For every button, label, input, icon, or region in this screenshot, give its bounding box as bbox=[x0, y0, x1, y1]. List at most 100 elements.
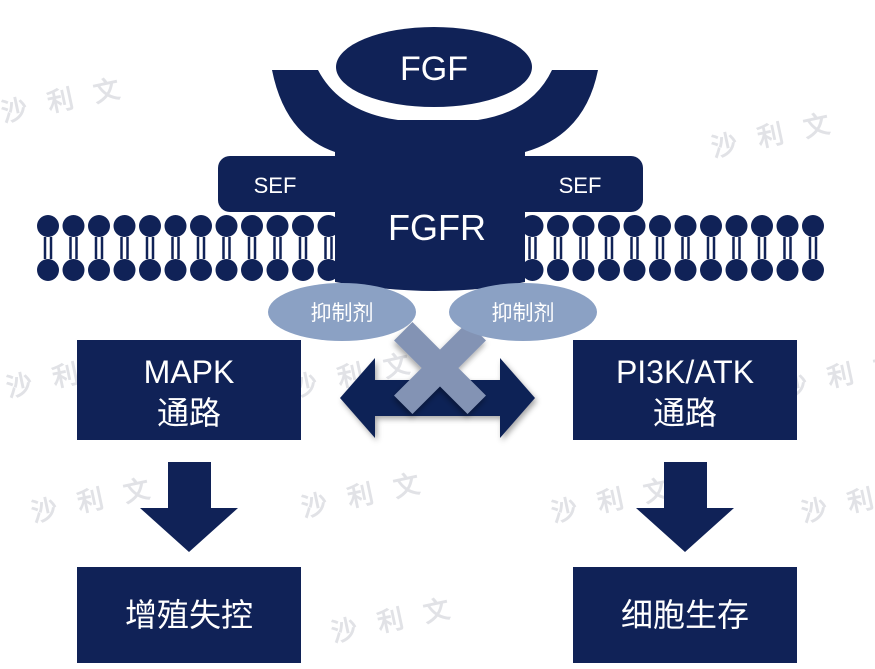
lipid-head bbox=[598, 215, 620, 237]
lipid-head bbox=[139, 215, 161, 237]
lipid-head bbox=[623, 215, 646, 237]
lipid-head bbox=[164, 259, 187, 281]
lipid-tail bbox=[808, 248, 818, 259]
lipid-tail bbox=[706, 237, 716, 248]
lipid-tail bbox=[145, 248, 155, 259]
lipid-tail bbox=[196, 248, 206, 259]
lipid-tail bbox=[757, 237, 767, 248]
lipid-tail bbox=[783, 237, 792, 248]
sef-right-label: SEF bbox=[559, 173, 602, 198]
lipid-tail bbox=[706, 248, 716, 259]
fgf-ligand: FGF bbox=[336, 27, 532, 107]
outcome-left-label: 增殖失控 bbox=[125, 597, 253, 633]
inhibitor-left: 抑制剂 bbox=[268, 283, 416, 341]
double-arrow-icon bbox=[340, 358, 535, 438]
sef-right: SEF bbox=[505, 156, 643, 212]
lipid-head bbox=[37, 215, 59, 237]
lipid-head bbox=[776, 215, 799, 237]
lipid-tail bbox=[120, 248, 129, 259]
sef-left-label: SEF bbox=[254, 173, 297, 198]
lipid-tail bbox=[273, 237, 282, 248]
lipid-head bbox=[623, 259, 646, 281]
lipid-head bbox=[113, 215, 136, 237]
lipid-tail bbox=[630, 248, 639, 259]
lipid-head bbox=[241, 215, 263, 237]
lipid-tail bbox=[196, 237, 206, 248]
lipid-tail bbox=[273, 248, 282, 259]
lipid-head bbox=[164, 215, 187, 237]
lipid-head bbox=[190, 215, 212, 237]
lipid-head bbox=[547, 215, 569, 237]
lipid-tail bbox=[171, 248, 180, 259]
pi3k-pathway-box: PI3K/ATK 通路 bbox=[573, 340, 797, 440]
lipid-tail bbox=[222, 248, 231, 259]
lipid-tail bbox=[222, 237, 231, 248]
lipid-head bbox=[700, 215, 722, 237]
down-arrow-icon bbox=[636, 462, 734, 552]
down-arrow-icon bbox=[140, 462, 238, 552]
sef-left: SEF bbox=[218, 156, 368, 212]
lipid-head bbox=[547, 259, 569, 281]
lipid-tail bbox=[783, 248, 792, 259]
lipid-tail bbox=[69, 248, 78, 259]
lipid-tail bbox=[528, 237, 537, 248]
lipid-head bbox=[572, 215, 595, 237]
lipid-tail bbox=[247, 248, 257, 259]
lipid-tail bbox=[145, 237, 155, 248]
lipid-head bbox=[317, 259, 340, 281]
mapk-label: MAPK bbox=[144, 354, 235, 390]
lipid-head bbox=[317, 215, 340, 237]
pi3k-pathway-label: 通路 bbox=[653, 395, 717, 431]
lipid-tail bbox=[681, 248, 690, 259]
lipid-head bbox=[776, 259, 799, 281]
lipid-tail bbox=[94, 237, 104, 248]
lipid-head bbox=[292, 259, 314, 281]
lipid-head bbox=[88, 215, 110, 237]
lipid-head bbox=[674, 215, 697, 237]
lipid-head bbox=[700, 259, 722, 281]
lipid-head bbox=[649, 215, 671, 237]
lipid-tail bbox=[69, 237, 78, 248]
lipid-tail bbox=[298, 237, 308, 248]
lipid-head bbox=[266, 259, 289, 281]
lipid-tail bbox=[553, 248, 563, 259]
lipid-head bbox=[241, 259, 263, 281]
lipid-tail bbox=[94, 248, 104, 259]
lipid-head bbox=[751, 215, 773, 237]
lipid-head bbox=[751, 259, 773, 281]
lipid-head bbox=[88, 259, 110, 281]
lipid-head bbox=[62, 215, 85, 237]
lipid-tail bbox=[171, 237, 180, 248]
lipid-head bbox=[674, 259, 697, 281]
lipid-tail bbox=[732, 237, 741, 248]
mapk-pathway-label: 通路 bbox=[157, 395, 221, 431]
lipid-head bbox=[215, 215, 238, 237]
lipid-head bbox=[649, 259, 671, 281]
lipid-head bbox=[598, 259, 620, 281]
outcome-left-box: 增殖失控 bbox=[77, 567, 301, 663]
lipid-tail bbox=[604, 237, 614, 248]
fgf-label: FGF bbox=[400, 50, 468, 88]
lipid-tail bbox=[604, 248, 614, 259]
lipid-tail bbox=[579, 248, 588, 259]
inhibitor-right-label: 抑制剂 bbox=[492, 302, 555, 325]
lipid-tail bbox=[655, 237, 665, 248]
lipid-head bbox=[521, 259, 544, 281]
lipid-head bbox=[113, 259, 136, 281]
inhibitor-right: 抑制剂 bbox=[449, 283, 597, 341]
lipid-head bbox=[62, 259, 85, 281]
mapk-pathway-box: MAPK 通路 bbox=[77, 340, 301, 440]
lipid-head bbox=[802, 215, 824, 237]
lipid-tail bbox=[579, 237, 588, 248]
fgfr-receptor: FGFR bbox=[272, 70, 598, 291]
lipid-head bbox=[37, 259, 59, 281]
lipid-head bbox=[521, 215, 544, 237]
lipid-head bbox=[572, 259, 595, 281]
lipid-tail bbox=[630, 237, 639, 248]
lipid-head bbox=[725, 259, 748, 281]
lipid-tail bbox=[655, 248, 665, 259]
lipid-tail bbox=[808, 237, 818, 248]
lipid-head bbox=[725, 215, 748, 237]
lipid-head bbox=[292, 215, 314, 237]
